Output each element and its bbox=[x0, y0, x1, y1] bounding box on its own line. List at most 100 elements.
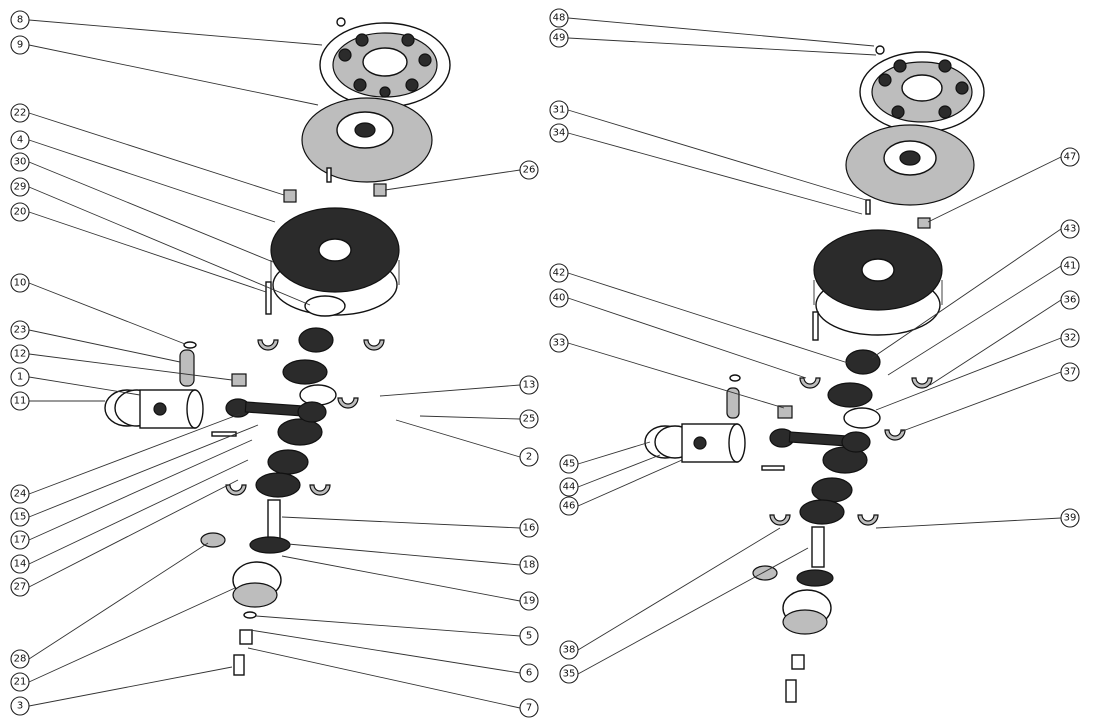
svg-text:1: 1 bbox=[17, 372, 23, 383]
callout-47: 47 bbox=[927, 147, 1080, 223]
callout-10: 10 bbox=[10, 273, 186, 345]
right-bushing-47 bbox=[917, 217, 931, 229]
right-bearing-shell-d bbox=[769, 514, 791, 526]
callout-3: 3 bbox=[10, 666, 233, 716]
left-bearing-shell-d bbox=[225, 484, 247, 496]
svg-text:8: 8 bbox=[17, 15, 23, 26]
callout-37: 37 bbox=[899, 362, 1080, 433]
callout-42: 42 bbox=[549, 263, 849, 364]
callout-16: 16 bbox=[281, 516, 539, 538]
svg-text:12: 12 bbox=[14, 349, 27, 360]
callout-35: 35 bbox=[559, 547, 809, 684]
svg-text:35: 35 bbox=[563, 669, 576, 680]
right-flywheel-bolt bbox=[812, 311, 819, 341]
svg-text:16: 16 bbox=[523, 523, 536, 534]
callout-31: 31 bbox=[549, 100, 867, 201]
callout-26: 26 bbox=[384, 160, 539, 191]
svg-text:14: 14 bbox=[14, 559, 27, 570]
svg-text:33: 33 bbox=[553, 338, 566, 349]
callout-36: 36 bbox=[929, 290, 1080, 386]
callout-6: 6 bbox=[249, 629, 539, 683]
callout-44: 44 bbox=[559, 454, 661, 497]
right-crankshaft bbox=[752, 349, 881, 703]
right-connecting-rod bbox=[761, 428, 871, 471]
callout-17: 17 bbox=[10, 439, 253, 550]
right-bearing-shell-a bbox=[799, 377, 821, 389]
left-bearing-shell-c bbox=[337, 397, 359, 409]
svg-text:48: 48 bbox=[553, 13, 566, 24]
callout-1: 1 bbox=[10, 367, 141, 396]
svg-text:4: 4 bbox=[17, 135, 23, 146]
svg-text:17: 17 bbox=[14, 535, 27, 546]
svg-text:46: 46 bbox=[563, 501, 576, 512]
svg-text:34: 34 bbox=[553, 128, 566, 139]
svg-text:22: 22 bbox=[14, 108, 27, 119]
left-clutch-disc bbox=[301, 97, 433, 183]
right-clutch-disc bbox=[845, 124, 975, 206]
right-bearing-shell-b bbox=[911, 377, 933, 389]
svg-text:2: 2 bbox=[526, 452, 532, 463]
svg-text:21: 21 bbox=[14, 677, 27, 688]
svg-text:49: 49 bbox=[553, 33, 566, 44]
callout-38: 38 bbox=[559, 527, 781, 660]
svg-text:24: 24 bbox=[14, 489, 27, 500]
callout-29: 29 bbox=[10, 177, 311, 306]
svg-text:44: 44 bbox=[563, 482, 576, 493]
callout-48: 48 bbox=[549, 8, 875, 47]
svg-text:39: 39 bbox=[1064, 513, 1077, 524]
left-assembly bbox=[104, 17, 451, 676]
right-bolt-31 bbox=[865, 199, 871, 215]
callout-46: 46 bbox=[559, 459, 683, 516]
callout-27: 27 bbox=[10, 479, 239, 597]
left-bushing-26 bbox=[373, 183, 387, 197]
svg-text:20: 20 bbox=[14, 207, 27, 218]
left-bearing-shell-a bbox=[257, 339, 279, 351]
svg-text:25: 25 bbox=[523, 414, 536, 425]
callout-20: 20 bbox=[10, 202, 267, 293]
left-crankshaft bbox=[200, 327, 337, 676]
callout-30: 30 bbox=[10, 152, 274, 263]
svg-text:10: 10 bbox=[14, 278, 27, 289]
callout-21: 21 bbox=[10, 587, 236, 692]
callout-25: 25 bbox=[419, 409, 539, 429]
left-flywheel-bolt bbox=[265, 281, 272, 315]
callout-2: 2 bbox=[395, 419, 539, 467]
callout-39: 39 bbox=[875, 508, 1080, 529]
svg-text:19: 19 bbox=[523, 596, 536, 607]
svg-text:37: 37 bbox=[1064, 367, 1077, 378]
svg-text:18: 18 bbox=[523, 560, 536, 571]
callout-22: 22 bbox=[10, 103, 285, 196]
svg-text:28: 28 bbox=[14, 654, 27, 665]
callout-45: 45 bbox=[559, 441, 651, 474]
callout-7: 7 bbox=[247, 647, 539, 718]
callout-24: 24 bbox=[10, 413, 241, 504]
svg-text:47: 47 bbox=[1064, 152, 1077, 163]
svg-text:26: 26 bbox=[523, 165, 536, 176]
svg-text:45: 45 bbox=[563, 459, 576, 470]
svg-text:7: 7 bbox=[526, 703, 532, 714]
svg-text:43: 43 bbox=[1064, 224, 1077, 235]
svg-text:41: 41 bbox=[1064, 261, 1077, 272]
left-piston-group bbox=[104, 341, 247, 429]
callout-18: 18 bbox=[287, 543, 539, 575]
right-assembly bbox=[644, 45, 985, 703]
callout-34: 34 bbox=[549, 123, 863, 215]
callout-14: 14 bbox=[10, 459, 249, 574]
callout-43: 43 bbox=[871, 219, 1080, 359]
callout-15: 15 bbox=[10, 424, 259, 527]
right-flywheel bbox=[813, 229, 943, 336]
svg-text:32: 32 bbox=[1064, 333, 1077, 344]
svg-text:11: 11 bbox=[14, 396, 27, 407]
right-pressure-plate bbox=[859, 45, 985, 133]
svg-text:29: 29 bbox=[14, 182, 27, 193]
svg-text:13: 13 bbox=[523, 380, 536, 391]
left-bushing-22 bbox=[283, 189, 297, 203]
callout-13: 13 bbox=[379, 375, 539, 397]
left-bearing-shell-e bbox=[309, 484, 331, 496]
callout-12: 12 bbox=[10, 344, 233, 381]
callout-49: 49 bbox=[549, 28, 877, 56]
callout-11: 11 bbox=[10, 391, 105, 411]
left-flywheel bbox=[270, 207, 400, 317]
callout-32: 32 bbox=[875, 328, 1080, 411]
